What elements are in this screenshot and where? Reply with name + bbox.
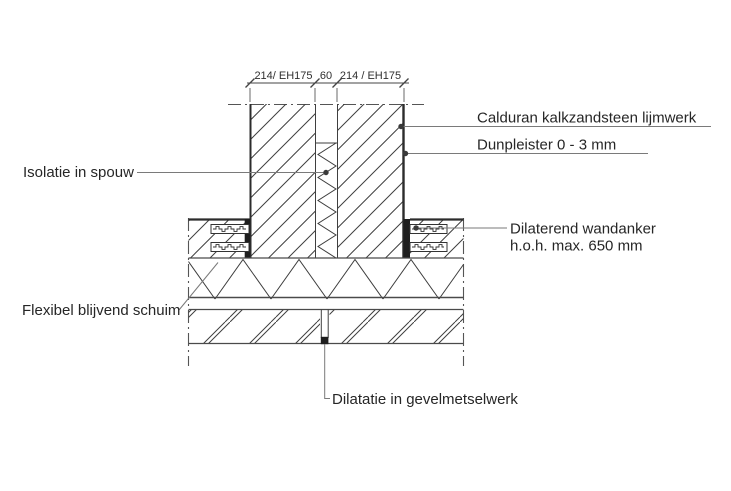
leader-lines [137,126,711,399]
dimension-tick-marks [245,78,409,88]
dot-isolatie [323,169,329,176]
dim-label-right: 214 / EH175 [340,70,401,82]
label-dunpleister: Dunpleister 0 - 3 mm [477,137,616,154]
dot-dunpleister [402,150,409,157]
joint-seal-block [320,336,329,345]
dimension-line-group [245,78,409,102]
dot-wandanker [413,225,419,231]
extension-lines [249,88,405,102]
leader-dots [323,123,419,231]
sealant-strip-left [244,219,250,258]
label-calduran: Calduran kalkzandsteen lijmwerk [477,110,697,127]
inner-leaf-left-wall [249,104,316,258]
leader-schuim [178,262,219,311]
insulation-zigzag [188,258,464,300]
wall-anchor-right-bottom [409,242,448,252]
leader-dilatatie [324,344,330,399]
sealant-strip-right [403,219,410,258]
dot-calduran [398,123,404,130]
dim-label-left: 214/ EH175 [254,70,312,82]
inner-leaf-right-wall [337,104,405,258]
dim-label-middle: 60 [320,70,332,82]
label-isolatie: Isolatie in spouw [23,164,134,181]
label-schuim: Flexibel blijvend schuim [22,302,180,319]
label-dilatatie: Dilatatie in gevelmetselwerk [332,391,518,408]
brick-facade-band [188,308,464,345]
wall-anchor-left-top [210,224,250,234]
cavity-insulation-band [188,257,464,300]
wall-anchor-left-bottom [210,242,250,252]
label-wandanker-line2: h.o.h. max. 650 mm [510,238,643,255]
joint-insulation-strip [315,142,338,259]
label-wandanker-line1: Dilaterend wandanker [510,221,656,238]
dilatation-joint-gap [320,308,330,345]
